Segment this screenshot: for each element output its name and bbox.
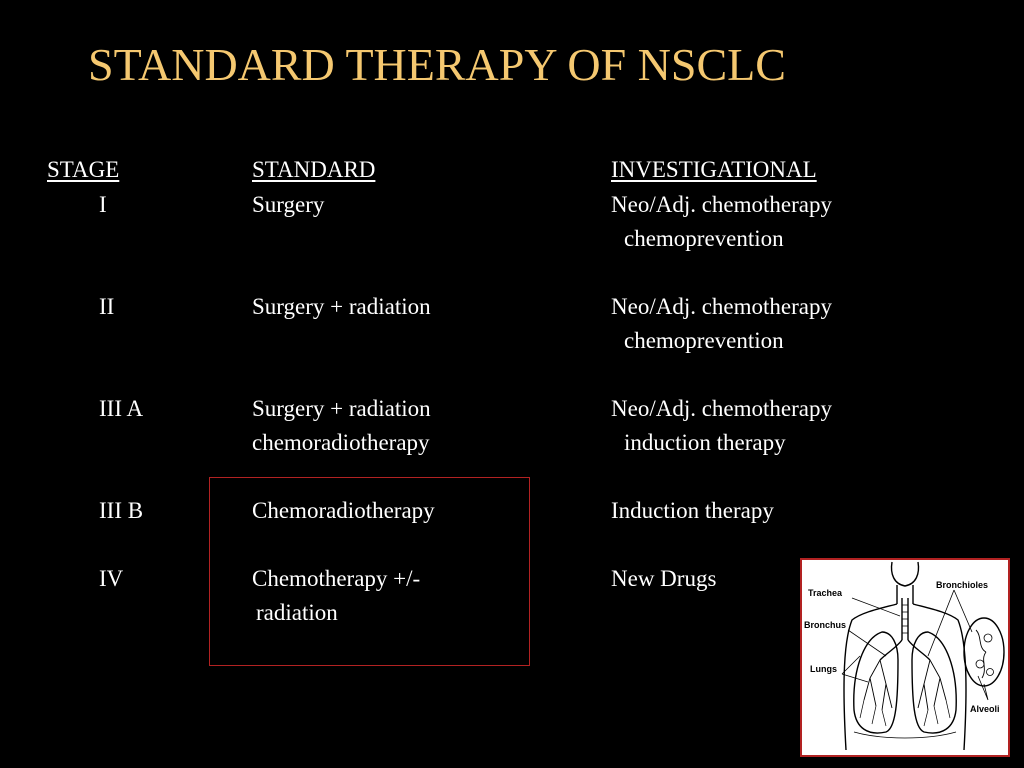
investigational-iiia-line1: Neo/Adj. chemotherapy: [611, 396, 832, 421]
highlight-box: [209, 477, 530, 666]
stage-iiia: III A: [99, 396, 144, 421]
header-standard: STANDARD: [252, 157, 376, 182]
standard-iiia-line2: chemoradiotherapy: [252, 430, 430, 455]
investigational-iiia-line2: induction therapy: [624, 430, 786, 455]
investigational-ii-line2: chemoprevention: [624, 328, 784, 353]
label-lungs: Lungs: [810, 664, 837, 674]
standard-iv-line2: radiation: [256, 600, 338, 625]
stage-i: I: [99, 192, 107, 217]
standard-iv-line1: Chemotherapy +/-: [252, 566, 421, 591]
header-investigational: INVESTIGATIONAL: [611, 157, 817, 182]
investigational-i-line1: Neo/Adj. chemotherapy: [611, 192, 832, 217]
stage-iiib: III B: [99, 498, 144, 523]
stage-iv: IV: [99, 566, 124, 591]
label-bronchus: Bronchus: [804, 620, 846, 630]
lungs-illustration: Trachea Bronchus Lungs Bronchioles Alveo…: [804, 561, 1005, 751]
standard-ii-line1: Surgery + radiation: [252, 294, 431, 319]
label-trachea: Trachea: [808, 588, 843, 598]
header-stage: STAGE: [47, 157, 120, 182]
investigational-iv-line1: New Drugs: [611, 566, 717, 591]
standard-i-line1: Surgery: [252, 192, 325, 217]
respiratory-diagram: Trachea Bronchus Lungs Bronchioles Alveo…: [800, 558, 1010, 757]
investigational-i-line2: chemoprevention: [624, 226, 784, 251]
slide-title: STANDARD THERAPY OF NSCLC: [88, 39, 786, 90]
label-bronchioles: Bronchioles: [936, 580, 988, 590]
investigational-ii-line1: Neo/Adj. chemotherapy: [611, 294, 832, 319]
label-alveoli: Alveoli: [970, 704, 1000, 714]
investigational-iiib-line1: Induction therapy: [611, 498, 774, 523]
standard-iiib-line1: Chemoradiotherapy: [252, 498, 435, 523]
stage-ii: II: [99, 294, 115, 319]
standard-iiia-line1: Surgery + radiation: [252, 396, 431, 421]
